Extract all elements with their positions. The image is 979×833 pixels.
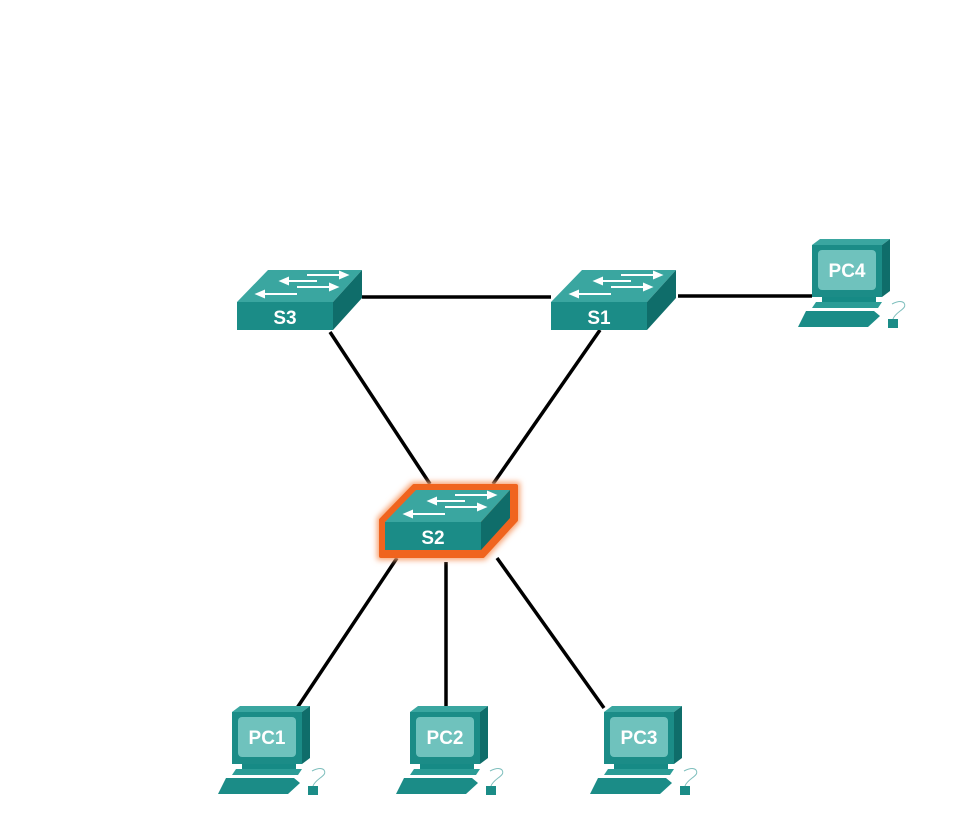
pc2-label: PC2 [427,728,464,749]
pc4-label: PC4 [829,261,866,282]
pc-icon [217,705,326,796]
link-s3-s2 [328,331,432,485]
switch-s2[interactable]: S2 [377,482,520,560]
pc3-label: PC3 [621,728,658,749]
switch-s3[interactable]: S3 [236,269,363,331]
switch-icon [550,269,677,331]
link-s1-s2 [491,329,602,485]
pc1-label: PC1 [249,728,286,749]
pc-pc3[interactable]: PC3 [589,705,698,796]
pc-icon [589,705,698,796]
switch-s1-label: S1 [587,308,611,329]
pc-pc2[interactable]: PC2 [395,705,504,796]
link-s2-pc3 [495,556,606,710]
switch-icon [236,269,363,331]
pc-pc4[interactable]: PC4 [797,238,906,329]
pc-pc1[interactable]: PC1 [217,705,326,796]
switch-s3-label: S3 [273,308,296,329]
pc-icon [797,238,906,329]
switch-s2-label: S2 [421,528,444,549]
link-s2-pc1 [295,557,399,709]
switch-s1[interactable]: S1 [550,269,677,331]
links [295,294,812,710]
pc-icon [395,705,504,796]
